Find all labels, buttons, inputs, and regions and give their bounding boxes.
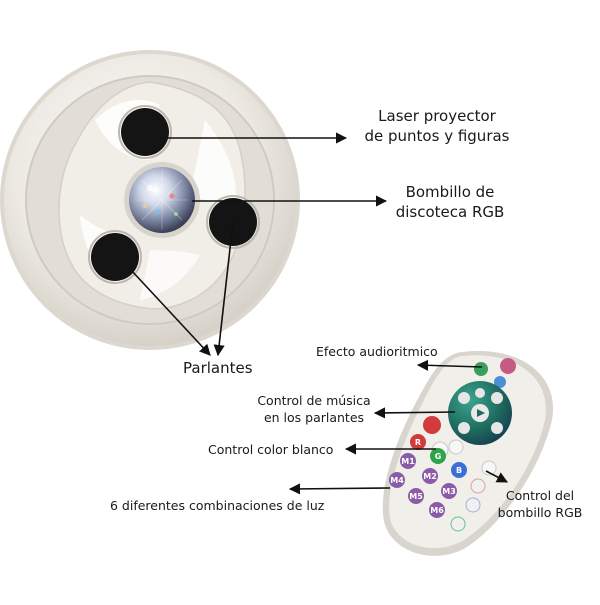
remote-green-button [430, 448, 446, 464]
laser-lens [121, 108, 169, 156]
annotation-arrows [130, 132, 508, 495]
remote-green-label: G [435, 452, 442, 461]
label-bombillo: Bombillo de discoteca RGB [395, 183, 505, 222]
bulb [0, 50, 300, 350]
disco-dome [129, 167, 195, 233]
label-laser: Laser proyector de puntos y figuras [364, 107, 510, 146]
label-blanco: Control color blanco [208, 442, 334, 457]
svg-text:M4: M4 [390, 476, 404, 485]
speaker-left [91, 233, 139, 281]
remote-audio-effect-button [474, 362, 488, 376]
svg-text:M1: M1 [401, 457, 415, 466]
label-rgb: Control del bombillo RGB [497, 488, 583, 520]
remote-blue-label: B [456, 466, 462, 475]
remote-control: R G B M1 M2 M3 M4 M5 M6 [382, 350, 554, 556]
svg-text:M6: M6 [430, 506, 444, 515]
label-efecto: Efecto audioritmico [316, 344, 438, 359]
remote-red-button [410, 434, 426, 450]
label-parlantes: Parlantes [183, 359, 253, 377]
svg-text:M3: M3 [442, 487, 456, 496]
remote-red-label: R [415, 438, 421, 447]
svg-text:M2: M2 [423, 472, 437, 481]
label-combinaciones: 6 diferentes combinaciones de luz [110, 498, 325, 513]
svg-text:M5: M5 [409, 492, 423, 501]
label-musica: Control de música en los parlantes [257, 393, 371, 425]
remote-power-button [423, 416, 441, 434]
remote-mode-buttons: M1 M2 M3 M4 M5 M6 [389, 453, 457, 518]
remote-blue-button [451, 462, 467, 478]
